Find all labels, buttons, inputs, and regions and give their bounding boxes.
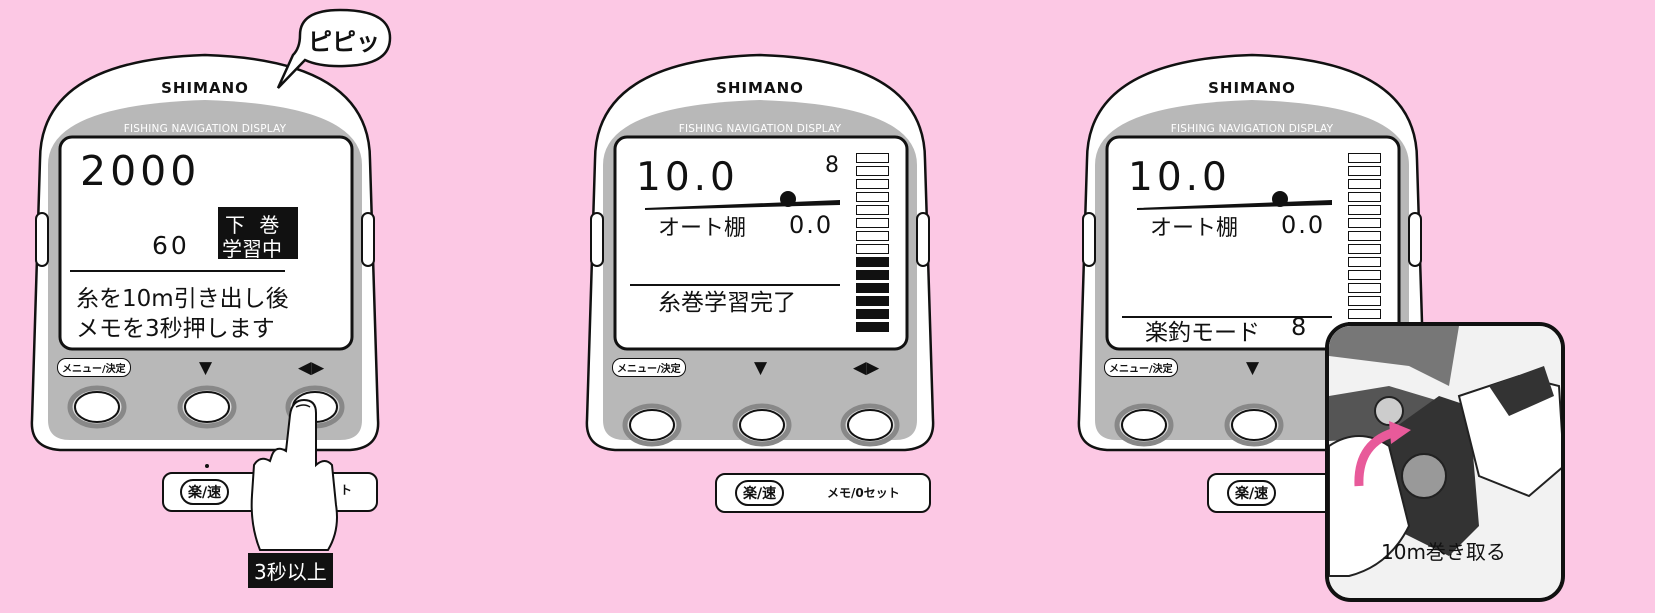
level-bar-segment bbox=[856, 153, 889, 163]
auto-tana-label: オート棚 bbox=[658, 216, 747, 241]
counter-readout: 8 bbox=[825, 153, 839, 178]
depth-readout: 10.0 bbox=[636, 155, 739, 200]
mode-value: 8 bbox=[1291, 313, 1307, 341]
level-bar-segment bbox=[856, 296, 889, 306]
device-body-1 bbox=[30, 8, 392, 468]
mode-label: 楽釣モード bbox=[1145, 320, 1260, 346]
level-bar-segment bbox=[1348, 244, 1381, 254]
auto-tana-label: オート棚 bbox=[1150, 216, 1239, 241]
level-bar-segment bbox=[856, 166, 889, 176]
left-right-arrow-icon: ◀▶ bbox=[853, 358, 880, 378]
memo-reset-label: メモ/0セット bbox=[827, 486, 900, 500]
level-bar-segment bbox=[856, 192, 889, 202]
reel-winding-illustration bbox=[1329, 326, 1561, 598]
level-bar-segment bbox=[856, 257, 889, 267]
panel-2: SHIMANO FISHING NAVIGATION DISPLAY 10.0 … bbox=[555, 0, 1115, 613]
level-bar-segment bbox=[856, 231, 889, 241]
menu-button-label: メニュー/決定 bbox=[1104, 358, 1178, 377]
learning-badge-line1: 下 巻 bbox=[225, 213, 284, 237]
level-bar-segment bbox=[1348, 270, 1381, 280]
memo-partial: ト bbox=[340, 483, 353, 497]
level-bar-segment bbox=[1348, 283, 1381, 293]
level-bar-segment bbox=[1348, 218, 1381, 228]
level-bar-segment bbox=[1348, 296, 1381, 306]
level-bar-segment bbox=[856, 179, 889, 189]
brand-logo: SHIMANO bbox=[1208, 79, 1296, 97]
auto-tana-value: 0.0 bbox=[789, 211, 834, 239]
level-bar-column bbox=[1348, 153, 1381, 335]
down-arrow-icon: ▼ bbox=[199, 358, 213, 378]
speech-bubble-text: ピピッ bbox=[308, 28, 380, 56]
level-bar-segment bbox=[1348, 309, 1381, 319]
press-duration-label: 3秒以上 bbox=[248, 553, 333, 588]
level-bar-segment bbox=[1348, 179, 1381, 189]
down-button[interactable] bbox=[185, 392, 229, 422]
panel-1: SHIMANO FISHING NAVIGATION DISPLAY ピピッ 2… bbox=[0, 0, 560, 613]
level-bar-segment bbox=[856, 270, 889, 280]
level-bar-segment bbox=[856, 283, 889, 293]
pressing-hand-icon bbox=[250, 398, 338, 551]
level-bar-segment bbox=[856, 244, 889, 254]
panel-3: SHIMANO FISHING NAVIGATION DISPLAY 10.0 … bbox=[1047, 0, 1607, 613]
reel-photo-inset: 10m巻き取る bbox=[1325, 322, 1565, 602]
raku-badge: 楽/速 bbox=[180, 479, 230, 505]
level-bar-segment bbox=[856, 322, 889, 332]
raku-badge: 楽/速 bbox=[735, 480, 785, 506]
level-bar-segment bbox=[856, 309, 889, 319]
display-subtitle: FISHING NAVIGATION DISPLAY bbox=[1170, 123, 1334, 135]
down-button[interactable] bbox=[1232, 410, 1276, 440]
brand-logo: SHIMANO bbox=[161, 79, 249, 97]
raku-badge: 楽/速 bbox=[1227, 480, 1277, 506]
auto-tana-value: 0.0 bbox=[1281, 211, 1326, 239]
device-body-2 bbox=[585, 53, 935, 492]
depth-readout: 10.0 bbox=[1128, 155, 1231, 200]
down-arrow-icon: ▼ bbox=[1246, 358, 1260, 378]
count-readout: 60 bbox=[152, 231, 190, 260]
level-bar-segment bbox=[856, 218, 889, 228]
level-bar-segment bbox=[856, 205, 889, 215]
menu-button-label: メニュー/決定 bbox=[57, 358, 131, 377]
level-bar-segment bbox=[1348, 257, 1381, 267]
depth-readout: 2000 bbox=[80, 147, 201, 195]
learning-badge-line2: 学習中 bbox=[222, 237, 282, 261]
level-bar-segment bbox=[1348, 231, 1381, 241]
level-bar-column bbox=[856, 153, 889, 335]
instruction-line-1: 糸を10m引き出し後 bbox=[76, 286, 289, 312]
menu-button[interactable] bbox=[630, 410, 674, 440]
level-bar-segment bbox=[1348, 205, 1381, 215]
level-bar-segment bbox=[1348, 192, 1381, 202]
instruction-line-2: メモを3秒押します bbox=[76, 316, 275, 342]
photo-caption: 10m巻き取る bbox=[1381, 540, 1506, 564]
display-subtitle: FISHING NAVIGATION DISPLAY bbox=[123, 123, 287, 135]
device-body-3 bbox=[1077, 53, 1427, 492]
display-subtitle: FISHING NAVIGATION DISPLAY bbox=[678, 123, 842, 135]
brand-logo: SHIMANO bbox=[716, 79, 804, 97]
menu-button-label: メニュー/決定 bbox=[612, 358, 686, 377]
memo-button[interactable] bbox=[848, 410, 892, 440]
down-arrow-icon: ▼ bbox=[754, 358, 768, 378]
level-bar-segment bbox=[1348, 166, 1381, 176]
down-button[interactable] bbox=[740, 410, 784, 440]
menu-button[interactable] bbox=[1122, 410, 1166, 440]
left-right-arrow-icon: ◀▶ bbox=[298, 358, 325, 378]
status-message: 糸巻学習完了 bbox=[658, 290, 796, 316]
level-bar-segment bbox=[1348, 153, 1381, 163]
menu-button[interactable] bbox=[75, 392, 119, 422]
